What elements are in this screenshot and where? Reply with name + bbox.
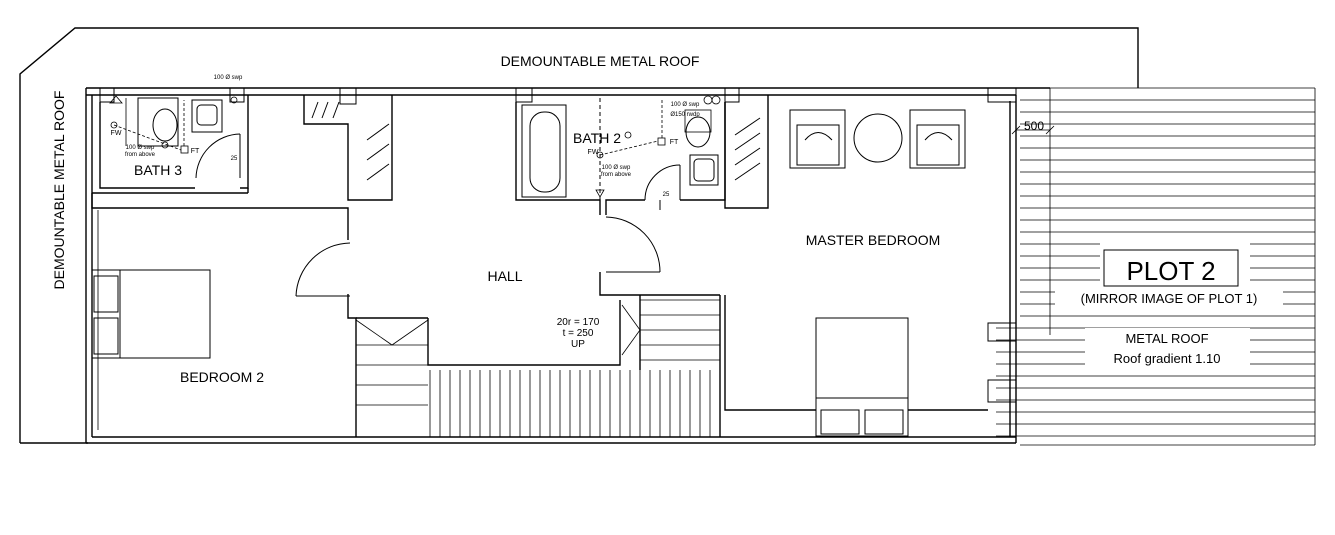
note-swp-b3-2: from above — [125, 152, 156, 158]
plot-subtitle: (MIRROR IMAGE OF PLOT 1) — [1081, 291, 1258, 306]
note-swp-b2: 100 Ø swp — [671, 102, 700, 108]
dimension-500-label: 500 — [1024, 119, 1044, 133]
note-swp-top: 100 Ø swp — [214, 75, 243, 81]
roof-top-label: DEMOUNTABLE METAL ROOF — [501, 53, 700, 69]
wardrobe-right — [724, 95, 769, 209]
bath3-room — [92, 95, 249, 194]
roof-label-bg — [1085, 328, 1250, 368]
dimension-500 — [1011, 125, 1055, 135]
building-walls — [85, 87, 1050, 444]
note-ft-b2: FT — [670, 139, 679, 146]
note-fw-b2: FW — [588, 149, 599, 156]
master-furniture — [724, 109, 988, 437]
master-bedroom-label: MASTER BEDROOM — [806, 232, 941, 248]
plot-subtitle-bg — [1055, 290, 1283, 306]
bath2-room — [515, 95, 726, 215]
staircase — [355, 295, 721, 437]
bath3-label: BATH 3 — [134, 162, 182, 178]
note-ft-b3: FT — [191, 148, 200, 155]
bath2-label: BATH 2 — [573, 130, 621, 146]
plot-title-box — [1103, 249, 1239, 287]
note-swp-b3-1: 100 Ø swp — [126, 145, 155, 151]
bedroom2-bed — [91, 269, 211, 359]
stair-note-2: t = 250 — [563, 328, 594, 339]
stair-note-1: 20r = 170 — [557, 317, 600, 328]
note-swp-b2-1: 100 Ø swp — [602, 165, 631, 171]
note-25-b3: 25 — [231, 156, 238, 162]
note-25-b2: 25 — [663, 192, 670, 198]
roof-outline — [19, 27, 1139, 444]
plot-title: PLOT 2 — [1126, 256, 1215, 286]
hall-label: HALL — [487, 268, 522, 284]
note-rwdp-b2: Ø150 rwdp — [670, 112, 700, 118]
stair-note-3: UP — [571, 339, 585, 350]
wardrobe-left — [303, 95, 393, 201]
hall-walls — [91, 193, 720, 437]
note-swp-b2-2: from above — [601, 172, 632, 178]
roof-label: METAL ROOF — [1125, 331, 1208, 346]
note-fw-b3: FW — [111, 130, 122, 137]
roof-left-label: DEMOUNTABLE METAL ROOF — [51, 91, 67, 290]
bedroom2-label: BEDROOM 2 — [180, 369, 264, 385]
roof-gradient: Roof gradient 1.10 — [1114, 351, 1221, 366]
